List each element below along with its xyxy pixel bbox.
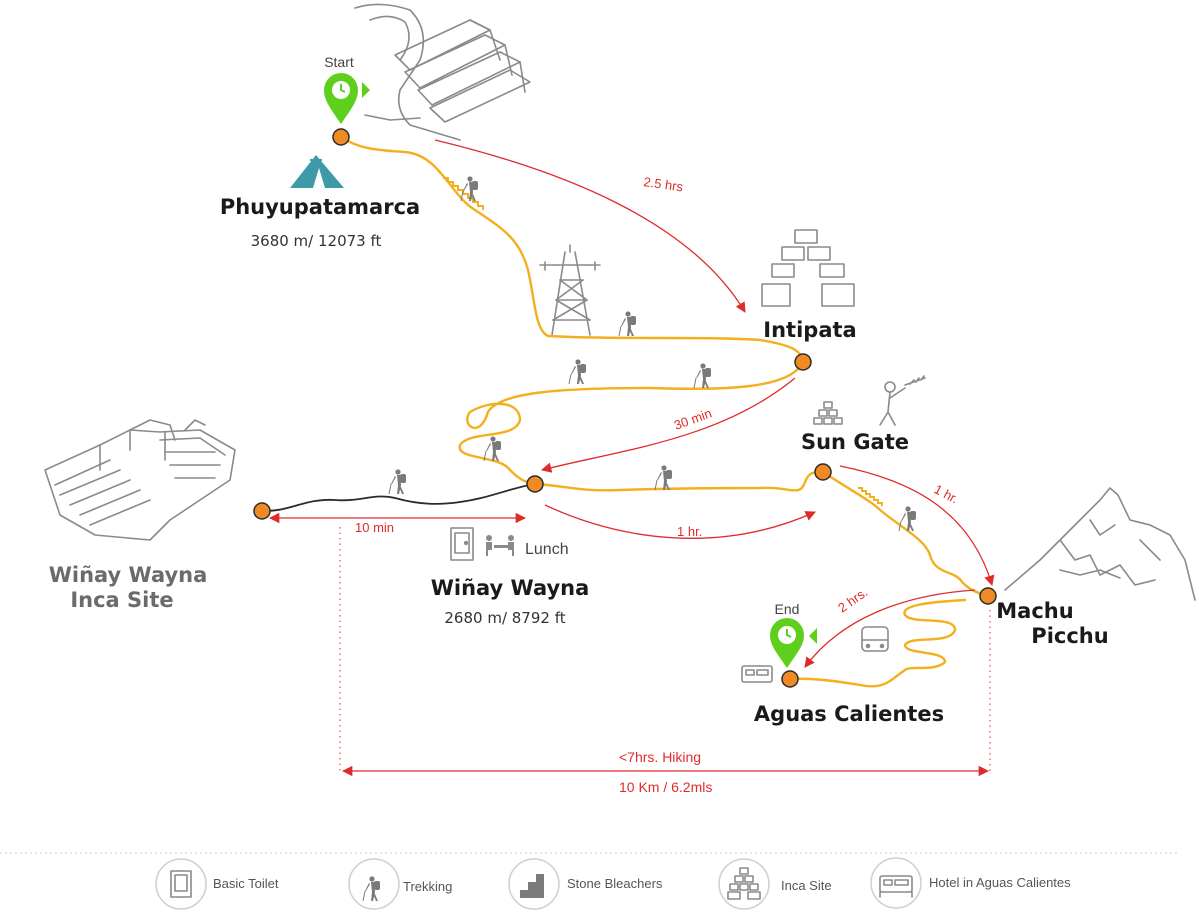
node-winay-wayna-site [253, 502, 271, 520]
intipata-inca-site-icon [761, 229, 855, 307]
legend-label: Stone Bleachers [567, 876, 663, 891]
duration-label: 10 min [355, 520, 394, 535]
arrow-intipata-winay [540, 377, 796, 473]
hiker-icon [654, 464, 673, 491]
trail-phuyu-intipata [339, 135, 805, 364]
place-name-sun-gate: Sun Gate [801, 430, 909, 454]
legend-item-basic-toilet: Basic Toilet [155, 858, 279, 910]
node-machu-picchu [979, 587, 997, 605]
stone-bleachers-icon [520, 874, 544, 898]
elevation-winay-wayna: 2680 m/ 8792 ft [444, 609, 565, 627]
node-winay-wayna [526, 475, 544, 493]
place-name-machu-picchu-line2: Picchu [1031, 624, 1108, 648]
camp-tent-icon [290, 155, 344, 188]
legend-label: Basic Toilet [213, 876, 279, 891]
arrow-phuyu-intipata [434, 139, 746, 313]
trail-sungate-machu [821, 470, 990, 598]
duration-label: 1 hr. [932, 481, 961, 506]
node-aguas-calientes [781, 670, 799, 688]
basic-toilet-icon [170, 870, 192, 898]
start-label: Start [324, 54, 354, 70]
stone-bleachers-marks [443, 177, 883, 506]
hiker-icon [388, 468, 407, 495]
trail-intipata-winay [458, 360, 805, 486]
legend-label: Trekking [403, 879, 452, 894]
node-phuyupatamarca [332, 128, 350, 146]
hotel-icon [879, 875, 913, 898]
lunch-icon [486, 535, 514, 556]
sun-gate-inca-site-icon [813, 401, 843, 425]
hiker-icon [693, 362, 712, 389]
summary-time: <7hrs. Hiking [619, 749, 701, 765]
duration-label: 1 hr. [677, 524, 702, 539]
place-name-phuyupatamarca: Phuyupatamarca [220, 195, 420, 219]
hiker-icon [460, 175, 479, 202]
trail-winay-sungate [533, 470, 825, 492]
power-tower-icon [539, 244, 601, 336]
photographer-icon [879, 375, 926, 426]
legend-item-stone-bleachers: Stone Bleachers [508, 858, 663, 910]
elevation-phuyupatamarca: 3680 m/ 12073 ft [251, 232, 382, 250]
place-name-intipata: Intipata [763, 318, 856, 342]
legend-item-hotel: Hotel in Aguas Calientes [870, 857, 1071, 909]
node-sun-gate [814, 463, 832, 481]
place-name-aguas-calientes: Aguas Calientes [754, 702, 944, 726]
phuyupatamarca-terraces-sketch [354, 3, 531, 141]
arrow-machu-aguas [804, 589, 976, 668]
node-intipata [794, 353, 812, 371]
end-pin-icon [770, 618, 817, 668]
trail-machu-aguas [788, 598, 967, 688]
hiker-icon [483, 435, 502, 462]
inca-site-icon [727, 867, 761, 900]
legend-label: Hotel in Aguas Calientes [929, 875, 1071, 890]
place-name-winay-wayna: Wiñay Wayna [431, 576, 590, 600]
hiker-icon [568, 358, 587, 385]
place-name-machu-picchu-line1: Machu [996, 599, 1073, 623]
duration-label: 2 hrs. [835, 585, 870, 616]
hotel-bed-icon [741, 665, 773, 683]
arrow-sungate-machu [839, 465, 995, 586]
duration-label: 30 min [672, 405, 714, 432]
trekking-icon [362, 875, 381, 902]
place-name-winay-wayna-site-line2: Inca Site [70, 588, 173, 612]
end-label: End [775, 601, 800, 617]
legend-item-trekking: Trekking [348, 858, 452, 910]
legend-item-inca-site: Inca Site [718, 858, 832, 910]
start-pin-icon [324, 73, 370, 124]
bus-icon [861, 626, 889, 652]
hiker-icon [618, 310, 637, 337]
place-name-winay-wayna-site-line1: Wiñay Wayna [49, 563, 208, 587]
trail-winay-site [261, 483, 536, 512]
summary-distance: 10 Km / 6.2mls [619, 779, 712, 795]
basic-toilet-icon [450, 527, 474, 561]
legend-label: Inca Site [781, 878, 832, 893]
duration-label: 2.5 hrs [643, 174, 685, 194]
winay-wayna-inca-site-sketch [44, 419, 236, 541]
lunch-label: Lunch [525, 541, 569, 558]
arrow-winay-sungate [544, 504, 816, 539]
machu-picchu-mountain-sketch [1004, 487, 1196, 601]
